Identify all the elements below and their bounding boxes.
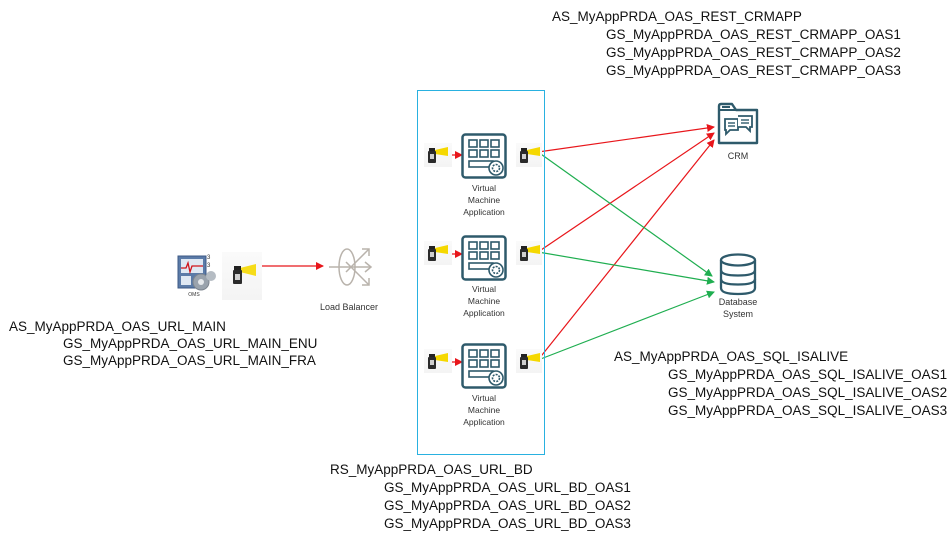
monitoring-console-icon: 3 3: [177, 255, 216, 291]
vm-group-item: GS_MyAppPRDA_OAS_URL_BD_OAS1: [384, 480, 631, 495]
source-group-item: GS_MyAppPRDA_OAS_URL_MAIN_FRA: [63, 353, 316, 368]
vm-node-1[interactable]: Virtual Machine Application: [424, 131, 544, 221]
database-group-title: AS_MyAppPRDA_OAS_SQL_ISALIVE: [614, 349, 849, 364]
connection-arrow-vm3-to-database: [537, 290, 715, 361]
vm-cluster-container[interactable]: [417, 90, 545, 455]
source-probe-icon: [233, 264, 256, 284]
vm-label: Virtual Machine Application: [463, 393, 505, 427]
virtual-machine-icon: [461, 343, 507, 389]
source-group-title: AS_MyAppPRDA_OAS_URL_MAIN: [9, 319, 226, 334]
virtual-machine-icon: [461, 235, 507, 281]
crm-icon: [717, 102, 759, 145]
connection-arrow-vm1-to-database: [537, 151, 713, 277]
crm-group-item: GS_MyAppPRDA_OAS_REST_CRMAPP_OAS3: [606, 63, 901, 78]
database-group-item: GS_MyAppPRDA_OAS_SQL_ISALIVE_OAS2: [668, 385, 947, 400]
database-icon: [719, 253, 757, 296]
connection-arrow-vm1-to-crm: [537, 124, 715, 153]
crm-group-title: AS_MyAppPRDA_OAS_REST_CRMAPP: [552, 9, 802, 24]
crm-node[interactable]: CRM: [710, 102, 770, 164]
source-group-item: GS_MyAppPRDA_OAS_URL_MAIN_ENU: [63, 336, 318, 351]
probe-out-icon: [520, 245, 540, 261]
vm-node-2[interactable]: Virtual Machine Application: [424, 233, 544, 323]
vm-group-item: GS_MyAppPRDA_OAS_URL_BD_OAS3: [384, 516, 631, 531]
load-balancer-icon: [329, 248, 373, 286]
vm-label: Virtual Machine Application: [463, 183, 505, 217]
source-node[interactable]: 3 3 OMS: [176, 250, 262, 302]
vm-node-3[interactable]: Virtual Machine Application: [424, 341, 544, 431]
load-balancer-label: Load Balancer: [319, 302, 379, 312]
database-group-item: GS_MyAppPRDA_OAS_SQL_ISALIVE_OAS3: [668, 403, 947, 418]
connection-arrow-vm2-to-database: [537, 251, 715, 285]
probe-out-icon: [520, 353, 540, 369]
svg-text:3: 3: [207, 255, 211, 261]
crm-group-item: GS_MyAppPRDA_OAS_REST_CRMAPP_OAS2: [606, 45, 901, 60]
crm-label: CRM: [727, 151, 749, 161]
load-balancer-node[interactable]: Load Balancer: [318, 243, 388, 318]
vm-label: Virtual Machine Application: [463, 284, 505, 318]
svg-text:3: 3: [207, 263, 211, 269]
virtual-machine-icon: [461, 133, 507, 179]
database-node[interactable]: Database System: [710, 252, 770, 322]
database-label: Database System: [718, 297, 758, 319]
source-caption: OMS: [188, 292, 200, 298]
connection-arrow-vm2-to-crm: [537, 132, 715, 253]
database-group-item: GS_MyAppPRDA_OAS_SQL_ISALIVE_OAS1: [668, 367, 947, 382]
connection-arrow-vm3-to-crm: [537, 139, 715, 361]
probe-out-icon: [520, 147, 540, 163]
crm-group-item: GS_MyAppPRDA_OAS_REST_CRMAPP_OAS1: [606, 27, 901, 42]
probe-in-icon: [428, 147, 448, 163]
vm-group-item: GS_MyAppPRDA_OAS_URL_BD_OAS2: [384, 498, 631, 513]
probe-in-icon: [428, 353, 448, 369]
probe-in-icon: [428, 245, 448, 261]
vm-group-title: RS_MyAppPRDA_OAS_URL_BD: [330, 462, 533, 477]
